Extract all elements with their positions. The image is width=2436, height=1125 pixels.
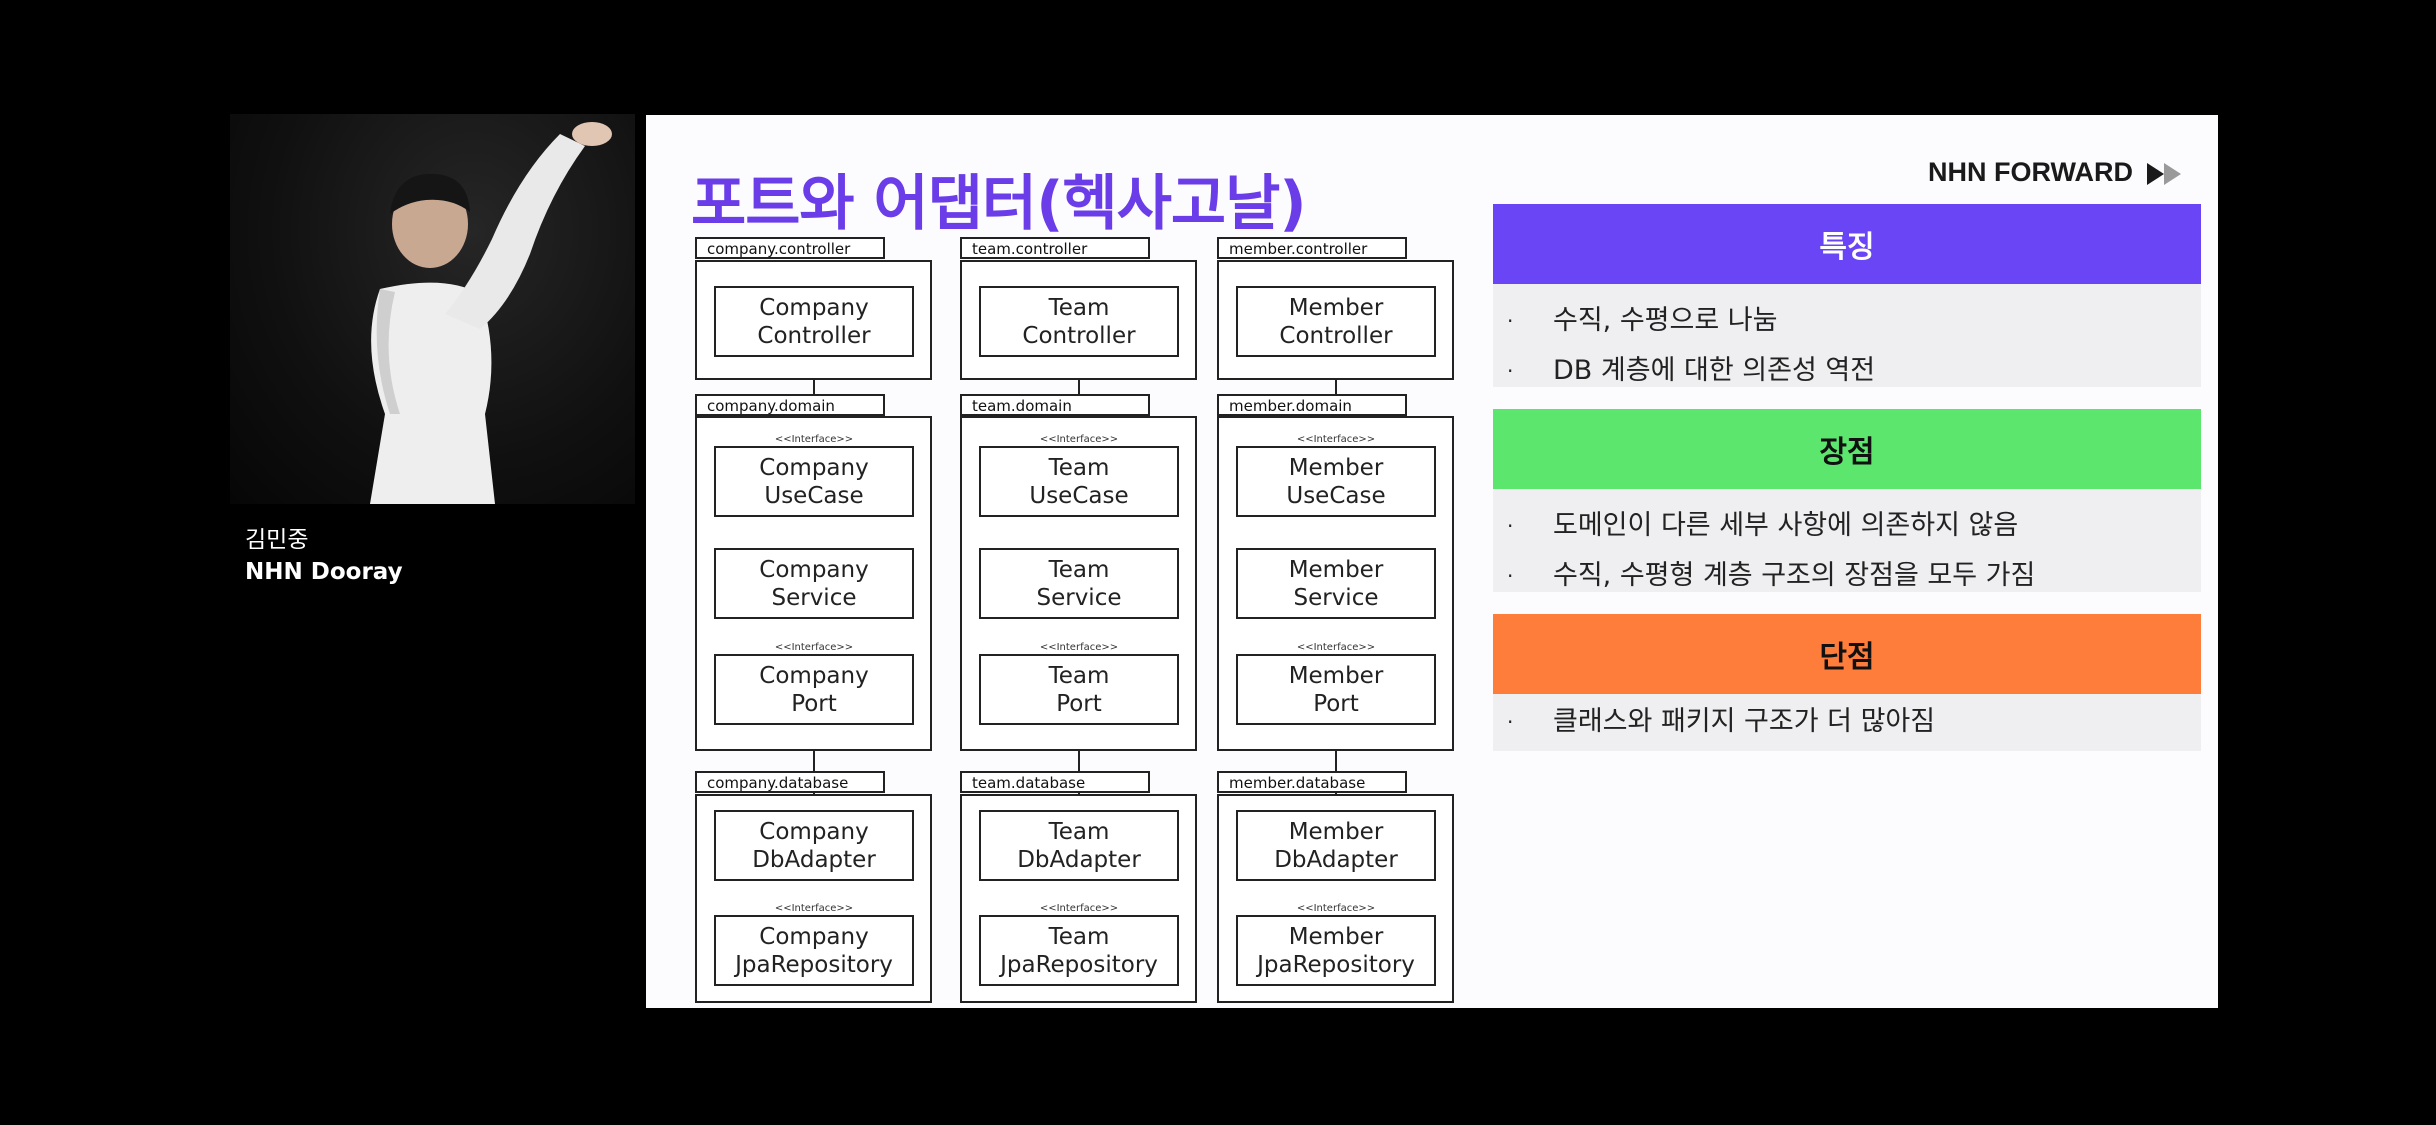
package-tab: company.database (695, 771, 885, 793)
component-label: UseCase (764, 482, 864, 509)
features-list: ·수직, 수평으로 나눔 ·DB 계층에 대한 의존성 역전 (1493, 284, 2201, 387)
component-label: DbAdapter (1274, 846, 1398, 873)
component-label: Member (1288, 818, 1384, 845)
package-tab: team.controller (960, 237, 1150, 259)
component-label: Port (1313, 690, 1359, 717)
package-tab: member.database (1217, 771, 1407, 793)
component-label: Team (1048, 662, 1110, 689)
package-tab: company.domain (695, 394, 885, 416)
features-header: 특징 (1493, 204, 2201, 284)
component-label: Service (1036, 584, 1122, 611)
component-label: JpaRepository (1000, 951, 1158, 978)
component-label: Member (1288, 454, 1384, 481)
interface-stereotype: <<Interface>> (774, 903, 854, 914)
interface-stereotype: <<Interface>> (1039, 642, 1119, 653)
interface-stereotype: <<Interface>> (1296, 434, 1376, 445)
pros-header: 장점 (1493, 409, 2201, 489)
component-label: DbAdapter (752, 846, 876, 873)
component-label: Team (1048, 556, 1110, 583)
component-label: Team (1048, 818, 1110, 845)
pros-list: ·도메인이 다른 세부 사항에 의존하지 않음 ·수직, 수평형 계층 구조의 … (1493, 489, 2201, 592)
component-label: Company (759, 294, 869, 321)
component-label: UseCase (1286, 482, 1386, 509)
component-label: DbAdapter (1017, 846, 1141, 873)
speaker-figure (370, 122, 612, 504)
presentation-slide: 포트와 어댑터(헥사고날) NHN FORWARD company.contro… (646, 115, 2218, 1008)
list-item: ·수직, 수평형 계층 구조의 장점을 모두 가짐 (1507, 560, 2036, 591)
component-label: Port (1056, 690, 1102, 717)
component-label: Member (1288, 556, 1384, 583)
component-label: UseCase (1029, 482, 1129, 509)
component-label: Member (1288, 294, 1384, 321)
list-item: ·클래스와 패키지 구조가 더 많아짐 (1507, 706, 1936, 737)
slide-title: 포트와 어댑터(헥사고날) (691, 169, 1307, 239)
component-label: Port (791, 690, 837, 717)
package-tab: member.domain (1217, 394, 1407, 416)
component-label: Controller (757, 322, 871, 349)
package-tab: company.controller (695, 237, 885, 259)
interface-stereotype: <<Interface>> (1296, 642, 1376, 653)
component-label: Company (759, 662, 869, 689)
list-item: ·DB 계층에 대한 의존성 역전 (1507, 355, 1876, 386)
component-label: Member (1288, 662, 1384, 689)
component-label: Company (759, 923, 869, 950)
interface-stereotype: <<Interface>> (774, 434, 854, 445)
component-label: Controller (1022, 322, 1136, 349)
component-label: JpaRepository (1257, 951, 1415, 978)
component-label: Company (759, 818, 869, 845)
brand-logo: NHN FORWARD (1928, 157, 2183, 188)
cons-header: 단점 (1493, 614, 2201, 694)
speaker-organization: NHN Dooray (245, 559, 403, 585)
package-tab: team.domain (960, 394, 1150, 416)
component-label: Team (1048, 454, 1110, 481)
component-label: Company (759, 454, 869, 481)
interface-stereotype: <<Interface>> (1296, 903, 1376, 914)
cons-list: ·클래스와 패키지 구조가 더 많아짐 (1493, 694, 2201, 751)
speaker-video (230, 114, 635, 504)
interface-stereotype: <<Interface>> (774, 642, 854, 653)
package-tab: team.database (960, 771, 1150, 793)
interface-stereotype: <<Interface>> (1039, 903, 1119, 914)
brand-name: NHN FORWARD (1928, 157, 2133, 187)
component-label: Service (1293, 584, 1379, 611)
speaker-name: 김민중 (245, 527, 309, 553)
package-tab: member.controller (1217, 237, 1407, 259)
component-label: JpaRepository (735, 951, 893, 978)
component-label: Member (1288, 923, 1384, 950)
architecture-diagram: company.controller company.domain company.… (646, 115, 2218, 1008)
component-label: Team (1048, 923, 1110, 950)
interface-stereotype: <<Interface>> (1039, 434, 1119, 445)
component-label: Company (759, 556, 869, 583)
list-item: ·도메인이 다른 세부 사항에 의존하지 않음 (1507, 510, 2019, 541)
component-label: Service (771, 584, 857, 611)
list-item: ·수직, 수평으로 나눔 (1507, 305, 1778, 336)
forward-arrows-icon (2146, 162, 2181, 185)
component-label: Controller (1279, 322, 1393, 349)
component-label: Team (1048, 294, 1110, 321)
